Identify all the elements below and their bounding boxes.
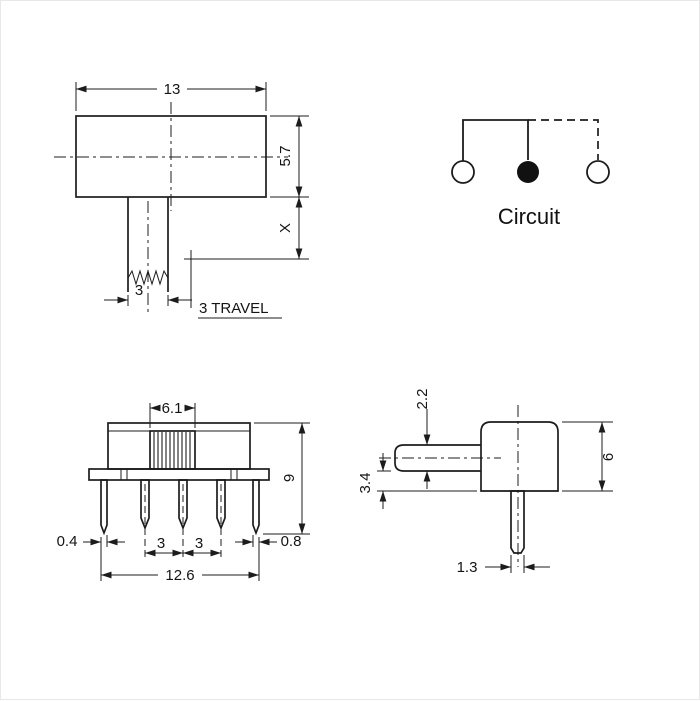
terminal-left-circle — [451, 160, 475, 184]
left-mount-leg — [100, 479, 108, 536]
base-plate — [88, 468, 270, 481]
dim-label-pin-1-3: 1.3 — [457, 559, 478, 576]
top-view: 13 5.7 X 3 3 TRAVEL — [54, 81, 309, 319]
terminal-right-circle — [586, 160, 610, 184]
dim-left-leg: 0.4 — [57, 533, 125, 550]
dim-label-leg-0-8: 0.8 — [281, 533, 302, 550]
dim-knob-width: 6.1 — [149, 400, 196, 428]
travel-label: 3 TRAVEL — [199, 300, 268, 317]
dim-label-stem-3: 3 — [135, 282, 143, 299]
break-line — [127, 269, 169, 286]
dim-body-height: 6 — [562, 421, 617, 492]
circuit-caption: Circuit — [498, 204, 560, 229]
dim-knob-thickness: 2.2 — [414, 389, 431, 489]
side-pin — [510, 490, 525, 554]
dim-label-height-6: 6 — [600, 453, 617, 461]
dim-knob-offset: 3.4 — [357, 453, 477, 509]
dim-travel: 3 TRAVEL — [190, 250, 282, 319]
dim-label-height-5-7: 5.7 — [277, 146, 294, 167]
dim-stem-width: 3 — [104, 282, 192, 306]
pin-2 — [178, 479, 188, 531]
top-view-body — [75, 115, 267, 198]
circuit-solid-link — [462, 119, 529, 161]
pin-3 — [216, 479, 226, 531]
knob-serrations — [153, 432, 191, 468]
dim-label-width-13: 13 — [164, 81, 181, 98]
dim-right-leg: 0.8 — [235, 533, 301, 550]
circuit-dashed-link — [528, 119, 599, 160]
side-knob — [394, 444, 481, 472]
dim-total-width: 12.6 — [100, 537, 260, 584]
circuit-diagram: Circuit — [451, 119, 610, 229]
dim-label-knob-6-1: 6.1 — [162, 400, 183, 417]
side-view: 2.2 3.4 6 1.3 — [357, 389, 617, 576]
side-body — [480, 421, 559, 492]
front-view: 6.1 9 3 3 12.6 0.4 — [57, 400, 310, 584]
dim-top-height: 5.7 X — [184, 115, 309, 260]
dim-label-width-12-6: 12.6 — [165, 567, 194, 584]
dim-total-height: 9 — [254, 422, 310, 535]
dim-label-pitch-right-3: 3 — [195, 535, 203, 552]
dim-top-width: 13 — [75, 81, 267, 111]
dim-label-leg-0-4: 0.4 — [57, 533, 78, 550]
dim-label-offset-3-4: 3.4 — [357, 473, 374, 494]
right-mount-leg — [252, 479, 260, 536]
front-body — [107, 422, 251, 470]
dim-label-stem-x: X — [277, 223, 294, 233]
terminal-common-filled-circle — [517, 161, 539, 183]
dim-label-knob-2-2: 2.2 — [414, 389, 431, 410]
dim-pin-pitch: 3 3 — [145, 535, 221, 557]
dim-label-height-9: 9 — [281, 474, 298, 482]
front-knob — [149, 430, 196, 470]
dim-pin-width: 1.3 — [457, 555, 550, 576]
dim-label-pitch-left-3: 3 — [157, 535, 165, 552]
pin-1 — [140, 479, 150, 531]
